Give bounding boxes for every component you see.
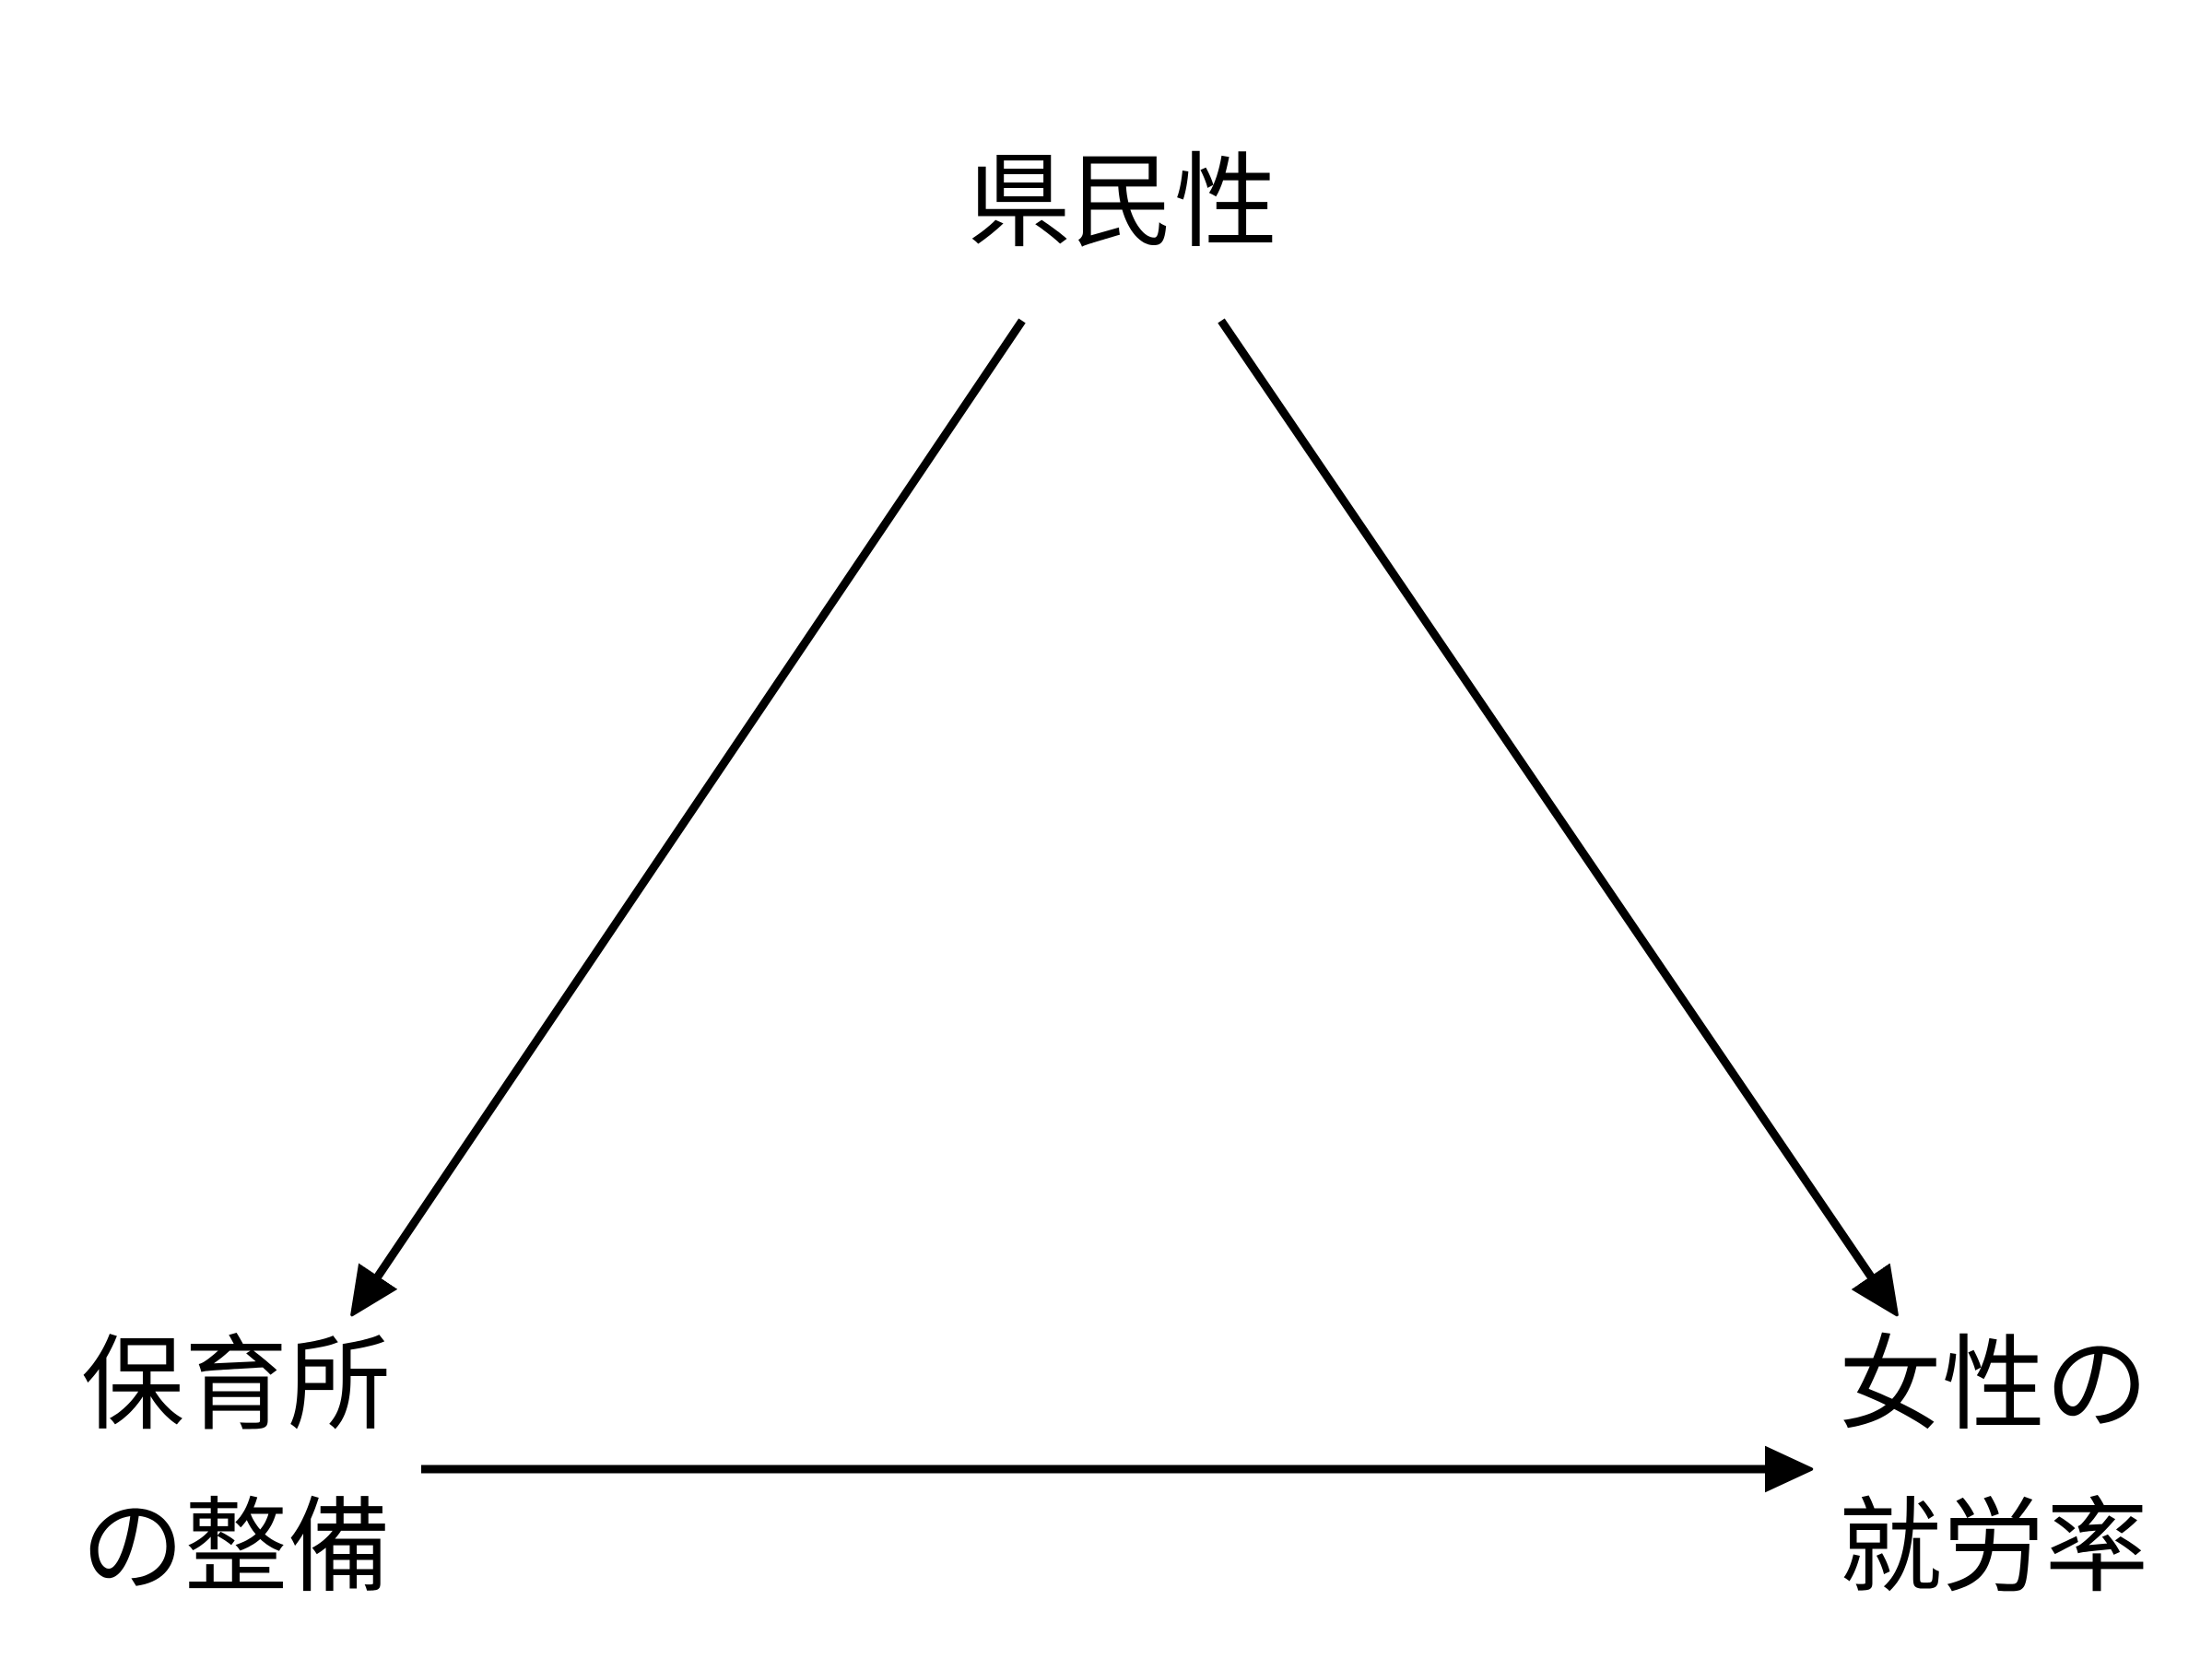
edge-top-to-left [355,318,1026,1311]
node-prefectural-character: 県民性 [968,122,1277,284]
node-label-line: 県民性 [968,143,1277,263]
node-female-employment-rate: 女性の 就労率 [1839,1304,2148,1629]
node-label-line: 女性の [1839,1325,2148,1445]
node-label-line: 就労率 [1839,1488,2148,1607]
node-label-line: 保育所 [81,1325,391,1445]
edge-top-to-right [1218,318,1894,1311]
node-nursery-development: 保育所 の整備 [81,1304,391,1629]
node-label-line: の整備 [81,1488,391,1607]
